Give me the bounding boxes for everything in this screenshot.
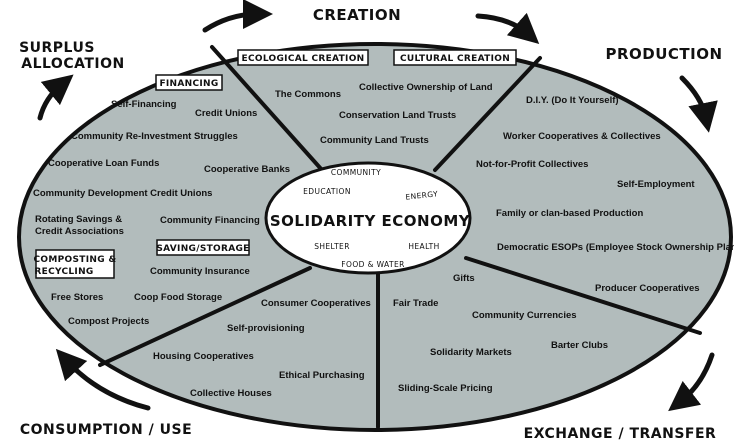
composting-item: Compost Projects [68,316,149,327]
stage-surplus-line1: SURPLUS [19,40,95,56]
arrow-consumption-up [55,348,151,411]
consumption-item: Consumer Cooperatives [261,298,371,309]
composting-recycling-box [35,249,115,279]
center-health: HEALTH [408,242,439,251]
production-item: Worker Cooperatives & Collectives [503,131,661,142]
production-item: D.I.Y. (Do It Yourself) [526,95,619,106]
exchange-item: Sliding-Scale Pricing [398,383,493,394]
financing-label: FINANCING [159,79,218,89]
creation-item: Conservation Land Trusts [339,110,456,121]
arrow-exchange-down [668,352,715,412]
production-item: Not-for-Profit Collectives [476,159,588,170]
arrow-surplus-up [37,74,74,121]
exchange-item: Gifts [453,273,475,284]
center-energy: ENERGY [405,189,438,201]
saving-item: Community Insurance [150,266,250,277]
production-item: Producer Cooperatives [595,283,700,294]
composting-label-line1: COMPOSTING & [34,255,117,265]
cultural-creation-label: CULTURAL CREATION [400,54,510,64]
financing-box [155,74,223,91]
sector-dividers [98,45,702,429]
production-item: Self-Employment [617,179,695,190]
consumption-item: Self-provisioning [227,323,305,334]
production-item: Family or clan-based Production [496,208,643,219]
center-education: EDUCATION [303,187,351,196]
center-shelter: SHELTER [314,242,350,251]
divider-surplus-creation [210,45,324,172]
stage-surplus-line2: ALLOCATION [21,56,124,72]
financing-item: Credit Associations [35,226,124,237]
consumption-item: Collective Houses [190,388,272,399]
saving-storage-label: SAVING/STORAGE [156,244,249,254]
exchange-item: Solidarity Markets [430,347,512,358]
financing-item: Community Development Credit Unions [33,188,212,199]
creation-item: Community Land Trusts [320,135,429,146]
divider-production-exchange [464,256,702,335]
arrow-to-creation [202,0,273,33]
financing-item: Rotating Savings & [35,214,122,225]
composting-label-line2: RECYCLING [34,267,93,277]
composting-item: Free Stores [51,292,103,303]
exchange-item: Barter Clubs [551,340,608,351]
financing-item: Cooperative Loan Funds [48,158,159,169]
cultural-creation-box [393,49,517,66]
stage-creation: CREATION [313,6,401,24]
center-community: COMMUNITY [331,168,381,177]
cycle-arrows [37,0,718,412]
stage-exchange: EXCHANGE / TRANSFER [524,426,717,442]
divider-consumption-surplus [98,266,312,367]
creation-item: Collective Ownership of Land [359,82,493,93]
exchange-item: Community Currencies [472,310,577,321]
saving-item: Coop Food Storage [134,292,222,303]
financing-item: Credit Unions [195,108,257,119]
production-item: Democratic ESOPs (Employee Stock Ownersh… [497,242,734,253]
consumption-item: Ethical Purchasing [279,370,365,381]
creation-item: The Commons [275,89,341,100]
center-title: SOLIDARITY ECONOMY [270,212,471,230]
financing-item: Community Re-Investment Struggles [71,131,238,142]
arrow-production-down [679,75,718,133]
consumption-item: Housing Cooperatives [153,351,254,362]
arrow-creation-to-production [475,12,540,44]
stage-consumption: CONSUMPTION / USE [20,422,192,438]
center-ellipse [264,161,472,275]
divider-creation-production [433,56,542,172]
stage-production: PRODUCTION [605,45,722,63]
financing-item: Self-Financing [111,99,177,110]
ecological-creation-box [237,49,369,66]
financing-item: Community Financing [160,215,260,226]
center-food-water: FOOD & WATER [341,260,404,269]
ecological-creation-label: ECOLOGICAL CREATION [242,54,365,64]
saving-storage-box [156,239,250,256]
financing-item: Cooperative Banks [204,164,290,175]
exchange-item: Fair Trade [393,298,438,309]
